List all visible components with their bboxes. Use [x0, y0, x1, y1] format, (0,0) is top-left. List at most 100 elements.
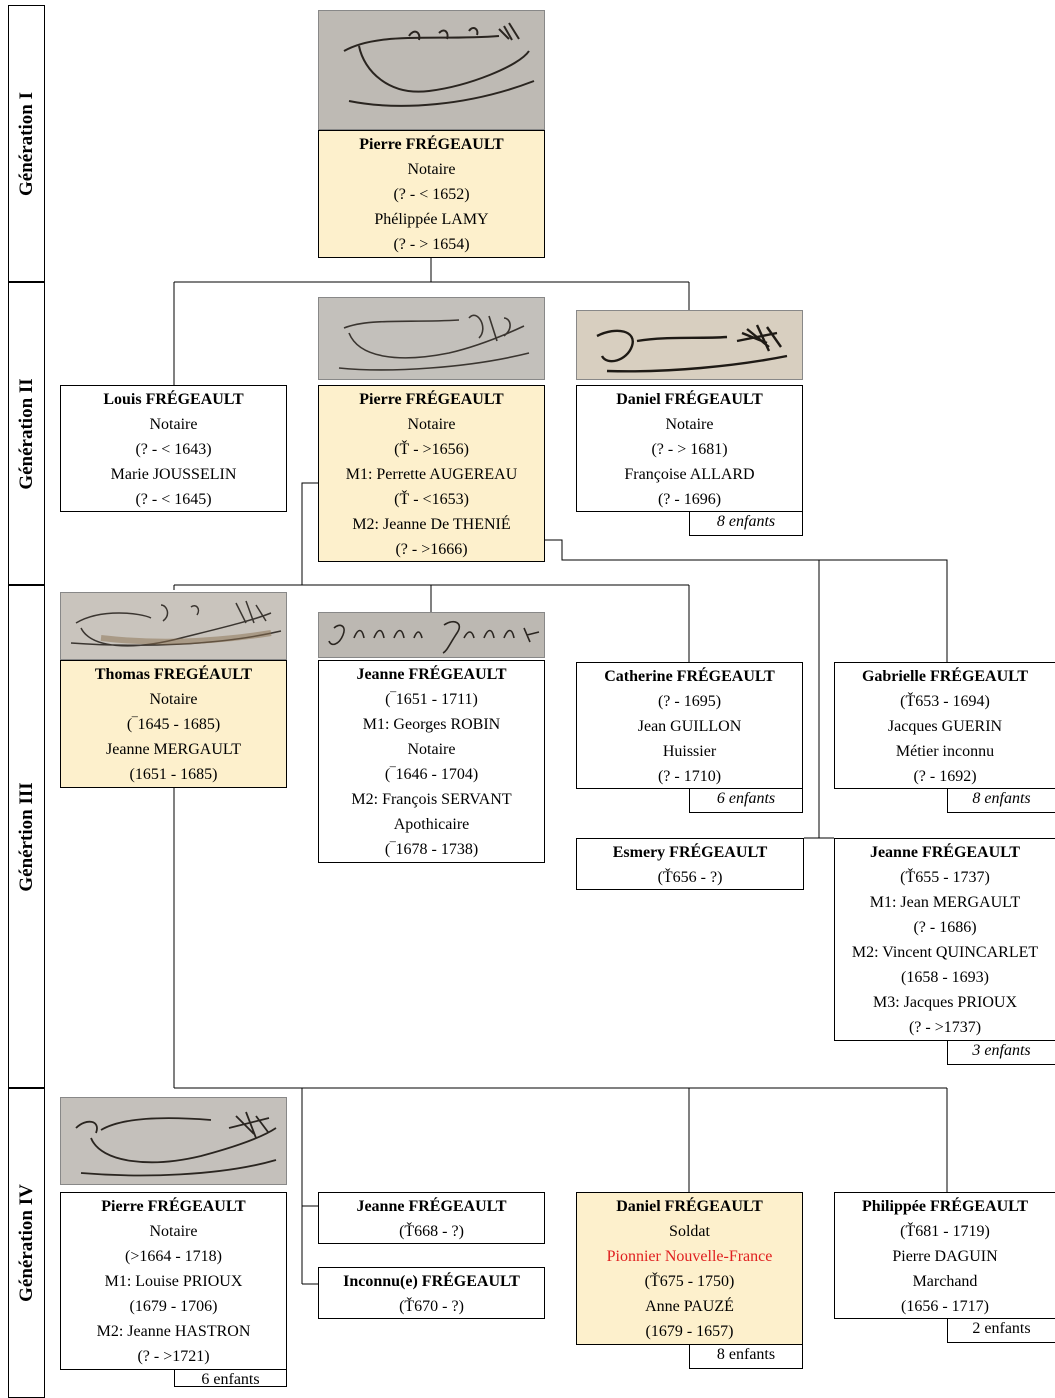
person-info: (? - < 1652): [393, 186, 470, 203]
children-count: 2 enfants: [947, 1319, 1055, 1343]
person-info: (>1664 - 1718): [124, 1248, 222, 1265]
person-info: Françoise ALLARD: [624, 466, 755, 483]
person-info: (? - 1686): [913, 919, 977, 936]
children-count: 8 enfants: [689, 1345, 803, 1369]
person-info: (Ť681 - 1719): [900, 1223, 990, 1240]
person-info: Notaire: [149, 691, 198, 708]
person-info: (? - > 1654): [393, 236, 470, 253]
person-name: Catherine FRÉGEAULT: [604, 668, 775, 685]
person-card-jeanne-3a: Jeanne FRÉGEAULT (‾1651 - 1711) M1: Geor…: [318, 660, 545, 863]
generation-label-1: Génération I: [8, 5, 45, 282]
person-info: Notaire: [407, 416, 456, 433]
person-card-catherine: Catherine FRÉGEAULT (? - 1695) Jean GUIL…: [576, 662, 803, 789]
person-info: (Ť656 - ?): [657, 869, 723, 886]
person-card-gabrielle: Gabrielle FRÉGEAULT (Ť653 - 1694) Jacque…: [834, 662, 1055, 789]
person-info: Notaire: [149, 416, 198, 433]
person-name: Philippée FRÉGEAULT: [861, 1198, 1029, 1215]
person-info: M2: Vincent QUINCARLET: [851, 944, 1039, 961]
person-info: Marchand: [912, 1273, 978, 1290]
person-name: Pierre FRÉGEAULT: [101, 1198, 246, 1215]
person-info: M2: Jeanne HASTRON: [96, 1323, 251, 1340]
children-count: 6 enfants: [174, 1370, 287, 1388]
person-info: M1: Jean MERGAULT: [869, 894, 1021, 911]
person-info: (Ť668 - ?): [399, 1223, 464, 1240]
signature-jeanne: [318, 612, 545, 658]
person-card-jeanne-3b: Jeanne FRÉGEAULT (Ť655 - 1737) M1: Jean …: [834, 838, 1055, 1041]
person-info: (? - 1696): [657, 491, 722, 508]
person-name: Daniel FRÉGEAULT: [616, 391, 763, 408]
person-info: (Ť - >1656): [394, 441, 469, 458]
connector: [173, 482, 690, 662]
person-info: (? - > 1681): [651, 441, 728, 458]
person-info: Apothicaire: [393, 816, 470, 833]
connector: [545, 539, 948, 839]
person-info: (? - >1737): [908, 1019, 982, 1036]
signature-pierre-1: [318, 10, 545, 130]
person-info: (‾1645 - 1685): [126, 716, 221, 733]
person-info: M2: Jeanne De THENIÉ: [352, 516, 511, 533]
generation-label-4: Génération IV: [8, 1088, 45, 1398]
person-info: Marie JOUSSELIN: [110, 466, 237, 483]
signature-daniel: [576, 310, 803, 380]
person-info: M1: Georges ROBIN: [362, 716, 501, 733]
person-info: (1679 - 1706): [129, 1298, 218, 1315]
children-count: 6 enfants: [689, 789, 803, 813]
person-name: Esmery FRÉGEAULT: [612, 844, 768, 861]
person-name: Louis FRÉGEAULT: [103, 391, 244, 408]
person-info: (Ť - <1653): [394, 491, 469, 508]
person-name: Jeanne FRÉGEAULT: [356, 1198, 507, 1215]
person-name: Gabrielle FRÉGEAULT: [861, 668, 1029, 685]
person-info: M1: Louise PRIOUX: [104, 1273, 243, 1290]
signature-thomas: [60, 592, 287, 660]
person-info: (Ť655 - 1737): [900, 869, 990, 886]
person-name: Pierre FRÉGEAULT: [359, 391, 504, 408]
person-info: (? - < 1645): [135, 491, 212, 508]
children-count: 8 enfants: [947, 789, 1055, 813]
person-info: (1679 - 1657): [645, 1323, 734, 1340]
person-info: Anne PAUZÉ: [645, 1298, 734, 1315]
connector: [173, 258, 690, 385]
signature-pierre-2: [318, 297, 545, 380]
person-info: Notaire: [665, 416, 714, 433]
person-info: Soldat: [669, 1223, 710, 1240]
person-note: Pionnier Nouvelle-France: [606, 1248, 773, 1265]
connector: [173, 788, 948, 1285]
person-card-pierre-1: Pierre FRÉGEAULT Notaire (? - < 1652) Ph…: [318, 130, 545, 258]
person-card-thomas: Thomas FREGÉAULT Notaire (‾1645 - 1685) …: [60, 660, 287, 788]
person-info: Jacques GUERIN: [887, 718, 1003, 735]
person-info: M3: Jacques PRIOUX: [873, 994, 1017, 1011]
children-count: 3 enfants: [947, 1041, 1055, 1065]
person-info: (? - < 1643): [135, 441, 212, 458]
person-card-louis: Louis FRÉGEAULT Notaire (? - < 1643) Mar…: [60, 385, 287, 512]
person-name: Daniel FRÉGEAULT: [616, 1198, 763, 1215]
person-info: Phélippée LAMY: [374, 211, 489, 228]
person-name: Pierre FRÉGEAULT: [359, 136, 504, 153]
person-info: M2: François SERVANT: [351, 791, 512, 808]
person-info: (Ť675 - 1750): [644, 1273, 735, 1290]
person-name: Jeanne FRÉGEAULT: [356, 666, 507, 683]
person-name: Inconnu(e) FRÉGEAULT: [343, 1273, 520, 1290]
person-info: (Ť653 - 1694): [900, 693, 990, 710]
person-info: (? - 1710): [657, 768, 722, 785]
person-info: (? - 1695): [657, 693, 722, 710]
person-info: (1656 - 1717): [901, 1298, 989, 1315]
person-card-inconnu: Inconnu(e) FRÉGEAULT (Ť670 - ?): [318, 1267, 545, 1319]
person-info: (? - >1666): [395, 541, 468, 558]
generation-label-2: Génération II: [8, 282, 45, 585]
person-info: M1: Perrette AUGEREAU: [345, 466, 518, 483]
person-info: Huissier: [662, 743, 717, 760]
person-info: (1651 - 1685): [129, 766, 218, 783]
person-card-esmery: Esmery FRÉGEAULT (Ť656 - ?): [576, 838, 804, 890]
person-info: Jeanne MERGAULT: [106, 741, 241, 758]
person-info: Pierre DAGUIN: [892, 1248, 998, 1265]
person-info: Notaire: [407, 741, 456, 758]
person-info: (1658 - 1693): [901, 969, 989, 986]
person-info: (? - >1721): [137, 1348, 210, 1365]
person-card-jeanne-4: Jeanne FRÉGEAULT (Ť668 - ?): [318, 1192, 545, 1244]
person-info: Notaire: [407, 161, 456, 178]
person-name: Thomas FREGÉAULT: [94, 666, 253, 683]
person-info: (? - 1692): [913, 768, 977, 785]
person-card-daniel-2: Daniel FRÉGEAULT Notaire (? - > 1681) Fr…: [576, 385, 803, 512]
person-info: (Ť670 - ?): [399, 1298, 464, 1315]
